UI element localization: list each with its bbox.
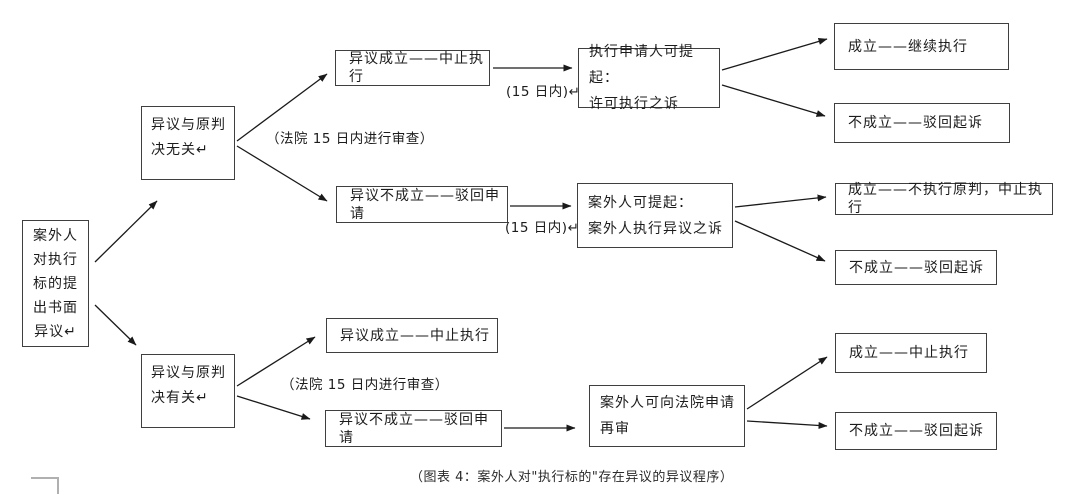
arrow-outsider-suit-to-dismiss [734,220,826,262]
figure-caption: （图表 4：案外人对"执行标的"存在异议的异议程序） [410,470,734,485]
arrow-retrial-to-suspend [746,356,828,410]
node-objection-related-to-judgment: 异议与原判 决有关↵ [141,354,235,428]
arrow-unrelated-to-rejected [236,145,328,202]
node-objection-rejected-dismiss-application-top: 异议不成立——驳回申请 [336,186,508,223]
arrow-root-to-unrelated [94,200,158,263]
node-upheld-suspend-execution: 成立——中止执行 [835,333,987,373]
arrow-related-to-upheld [236,336,316,387]
arrow-applicant-suit-to-dismiss [721,84,826,117]
arrow-unrelated-to-upheld [236,73,328,142]
label-court-review-15-days-bottom: （法院 15 日内进行审查） [281,377,449,393]
arrow-outsider-suit-to-noexec [734,194,827,208]
node-outsider-apply-retrial: 案外人可向法院申请 再审 [589,385,745,447]
node-outsider-written-objection: 案外人 对执行 标的提 出书面 异议↵ [22,220,89,347]
node-applicant-permit-execution-suit: 执行申请人可提起： 许可执行之诉 [578,44,720,112]
arrow-retrial-to-dismiss [746,420,828,429]
label-court-review-15-days-top: （法院 15 日内进行审查） [266,131,434,147]
arrow-applicant-suit-to-continue [721,38,828,71]
node-upheld-no-execute-original-judgment: 成立——不执行原判，中止执行 [835,182,1053,216]
node-upheld-continue-execution: 成立——继续执行 [834,23,1009,70]
node-objection-rejected-dismiss-application-bottom: 异议不成立——驳回申请 [325,410,502,447]
arrow-related-to-rejected [236,395,311,420]
label-within-15-days-mid: (15 日内)↵ [505,220,580,236]
node-rejected-dismiss-suit-bottom: 不成立——驳回起诉 [835,412,997,450]
text-frame-corner-mark [31,477,59,494]
node-outsider-execution-objection-suit: 案外人可提起： 案外人执行异议之诉 [577,183,733,248]
node-objection-upheld-suspend-bottom: 异议成立——中止执行 [326,318,498,353]
node-objection-unrelated-to-judgment: 异议与原判 决无关↵ [141,106,235,180]
label-within-15-days-top: (15 日内)↵ [506,84,581,100]
node-rejected-dismiss-suit-mid: 不成立——驳回起诉 [835,250,997,285]
node-objection-upheld-suspend-top: 异议成立——中止执行 [335,50,490,86]
node-rejected-dismiss-suit-top: 不成立——驳回起诉 [834,103,1010,143]
arrow-root-to-related [94,304,137,346]
